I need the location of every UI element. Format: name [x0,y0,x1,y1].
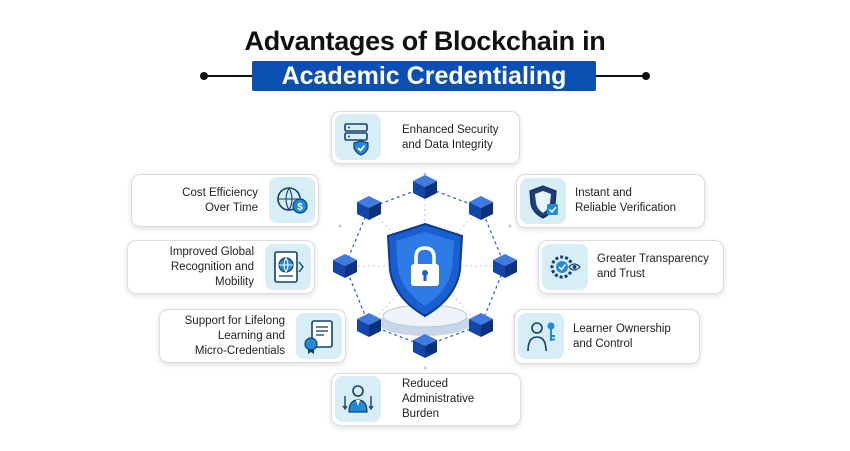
certificate-icon [296,313,342,359]
blockchain-shield-hub [333,172,517,370]
card-line: and Data Integrity [402,138,493,151]
block-cube-icon [413,175,437,199]
svg-text:$: $ [297,202,303,213]
card-line: Instant and [575,187,632,199]
shield-check-icon [520,178,566,224]
card-line: Enhanced Security [402,123,499,136]
page-subtitle: Academic Credentialing [252,61,596,91]
block-cube-icon [493,254,517,278]
card-line: and Trust [597,268,645,280]
gear-eye-icon [542,244,588,290]
globe-document-icon [265,244,311,290]
card-line: Reliable Verification [575,202,677,214]
card-line: and Control [573,337,633,350]
card-line: Reduced [402,378,449,390]
block-cube-icon [357,196,381,220]
advantage-card-security: Enhanced Security and Data Integrity [331,111,520,164]
card-line: Learner Ownership [573,322,671,335]
padlock-shackle-icon [414,246,436,265]
card-line: Administrative Burden [402,393,475,420]
block-cube-icon [357,313,381,337]
card-line: Learning and [217,329,285,342]
block-cube-icon [413,334,437,358]
page-title: Advantages of Blockchain in [244,26,606,56]
block-cube-icon [469,313,493,337]
title-rule-right [596,75,646,77]
card-line: Recognition and Mobility [170,260,254,288]
title-dot-right [642,72,650,80]
globe-coin-icon: $ [269,177,315,223]
server-shield-icon [335,114,381,160]
advantage-card-ownership: Learner Ownership and Control [514,309,700,364]
admin-person-icon [335,376,381,422]
card-line: Over Time [204,201,258,214]
card-line: Greater Transparency [597,253,709,265]
title-rule-left [204,75,252,77]
block-cube-icon [469,196,493,220]
person-key-icon [518,313,564,359]
advantage-card-transparency: Greater Transparency and Trust [538,240,724,294]
card-line: Improved Global [169,245,254,258]
title-dot-left [200,72,208,80]
block-cube-icon [333,254,357,278]
card-line: Cost Efficiency [182,186,258,199]
card-line: Micro-Credentials [194,344,285,357]
card-line: Support for Lifelong [184,314,285,327]
